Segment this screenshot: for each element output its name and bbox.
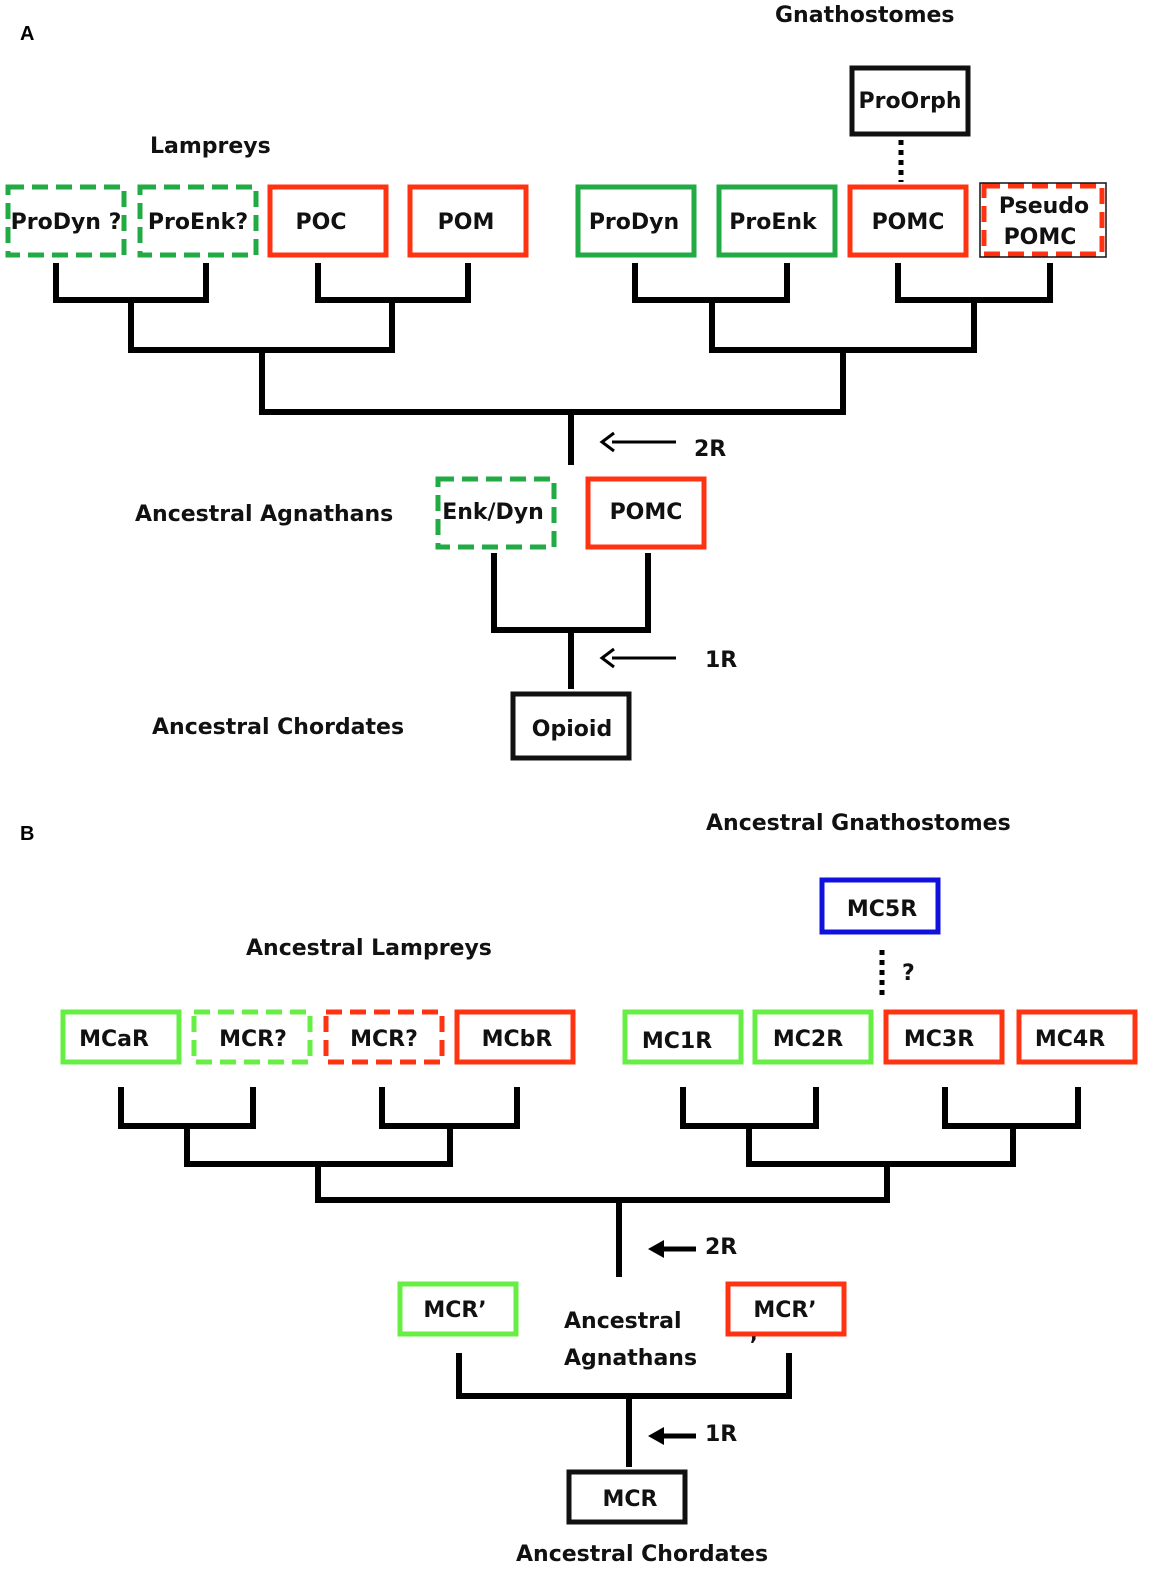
box-mcr-label: MCR [603, 1487, 658, 1512]
box-prodyn: ProDyn [575, 184, 697, 258]
box-mcr: MCR [566, 1469, 688, 1525]
mc5r-question-mark: ? [902, 961, 915, 986]
label-lampreys: Lampreys [150, 134, 271, 159]
box-enk-dyn: Enk/Dyn [435, 476, 557, 550]
box-proorph: ProOrph [849, 65, 971, 137]
box-opioid: Opioid [510, 691, 632, 761]
box-pom-label: POM [438, 210, 495, 235]
label-ancestral-agnathans-line-1: Ancestral [564, 1309, 682, 1334]
box-pseudo-pomc: Pseudo POMC [979, 182, 1107, 258]
box-mcr-prime-green-label: MCR’ [423, 1298, 486, 1323]
box-prodyn-uncertain: ProDyn ? [5, 184, 127, 258]
box-pomc: POMC [847, 184, 969, 258]
box-mcr-uncertain-green-label: MCR? [219, 1027, 287, 1052]
box-mcr-uncertain-red-label: MCR? [350, 1027, 418, 1052]
box-mc1r-label: MC1R [642, 1029, 712, 1054]
panel-a-letter: A [20, 23, 34, 45]
box-enk-dyn-label: Enk/Dyn [442, 500, 544, 525]
box-mc2r-label: MC2R [773, 1027, 843, 1052]
box-prodyn-label: ProDyn [589, 210, 679, 235]
box-mcr-prime-red: MCR’ [725, 1281, 847, 1337]
box-proenk-label: ProEnk [729, 210, 818, 235]
label-ancestral-chordates-b: Ancestral Chordates [516, 1542, 768, 1567]
box-proenk: ProEnk [716, 184, 838, 258]
box-mcbr: MCbR [454, 1009, 576, 1065]
stray-comma-mark: , [750, 1321, 758, 1345]
box-mcar: MCaR [60, 1009, 182, 1065]
box-pomc-ancestral-label: POMC [610, 500, 683, 525]
box-pseudo-pomc-label-2: POMC [1004, 225, 1077, 250]
box-mc1r: MC1R [622, 1009, 744, 1065]
label-ancestral-gnathostomes: Ancestral Gnathostomes [706, 811, 1011, 836]
box-mc3r: MC3R [883, 1009, 1005, 1065]
arrow-2r-panel-a [599, 431, 676, 453]
box-mc3r-label: MC3R [904, 1027, 974, 1052]
box-poc-label: POC [296, 210, 347, 235]
box-poc: POC [267, 184, 389, 258]
box-pomc-ancestral: POMC [585, 476, 707, 550]
box-pomc-label: POMC [872, 210, 945, 235]
event-2r-panel-b: 2R [705, 1235, 737, 1260]
arrow-1r-panel-a [599, 647, 676, 669]
box-pseudo-pomc-label-1: Pseudo [999, 194, 1089, 219]
tree-panel-a [53, 263, 1053, 689]
panel-b-letter: B [20, 823, 34, 845]
box-mc5r: MC5R [819, 877, 941, 935]
event-2r-panel-a: 2R [694, 437, 726, 462]
label-gnathostomes: Gnathostomes [775, 3, 955, 28]
event-1r-panel-b: 1R [705, 1422, 737, 1447]
box-mcr-uncertain-red: MCR? [323, 1009, 445, 1065]
box-prodyn-uncertain-label: ProDyn ? [11, 210, 122, 235]
box-mcr-uncertain-green: MCR? [191, 1009, 313, 1065]
arrow-2r-panel-b [648, 1240, 696, 1258]
box-proorph-label: ProOrph [858, 89, 961, 114]
label-ancestral-agnathans-line-2: Agnathans [564, 1346, 697, 1371]
box-mcar-label: MCaR [79, 1027, 149, 1052]
box-mc5r-label: MC5R [847, 897, 917, 922]
box-mc4r-label: MC4R [1035, 1027, 1105, 1052]
box-opioid-label: Opioid [532, 717, 612, 742]
box-pom: POM [407, 184, 529, 258]
box-proenk-uncertain: ProEnk? [137, 184, 259, 258]
label-ancestral-chordates: Ancestral Chordates [152, 715, 404, 740]
box-mc2r: MC2R [752, 1009, 874, 1065]
arrow-1r-panel-b [648, 1427, 696, 1445]
box-mcbr-label: MCbR [482, 1027, 553, 1052]
box-mc4r: MC4R [1016, 1009, 1138, 1065]
tree-panel-b [118, 1087, 1081, 1467]
box-mcr-prime-red-label: MCR’ [753, 1298, 816, 1323]
box-proenk-uncertain-label: ProEnk? [148, 210, 248, 235]
event-1r-panel-a: 1R [705, 648, 737, 673]
box-mcr-prime-green: MCR’ [397, 1281, 519, 1337]
label-ancestral-agnathans: Ancestral Agnathans [135, 502, 393, 527]
label-ancestral-lampreys: Ancestral Lampreys [246, 936, 492, 961]
